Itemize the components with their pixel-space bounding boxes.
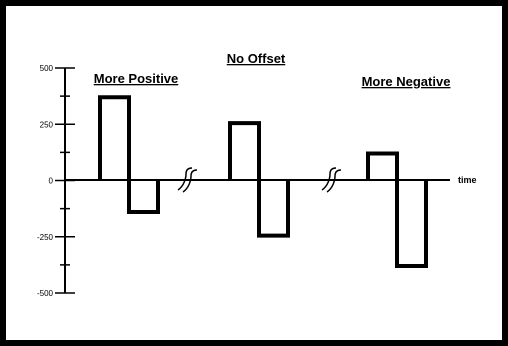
chart-title: No Offset [227, 51, 286, 66]
y-tick-label: -500 [37, 289, 54, 298]
y-tick-label: -250 [37, 233, 54, 242]
y-tick-label: 250 [40, 120, 54, 129]
waveform-no-offset [228, 121, 290, 238]
y-tick-labels: 500 250 0 -250 -500 [37, 64, 54, 298]
axis-break-1 [177, 167, 198, 193]
waveform-more-negative [366, 151, 428, 268]
axis-break-2 [321, 167, 342, 193]
x-axis-label: time [458, 175, 477, 185]
y-tick-label: 500 [40, 64, 54, 73]
annotation-more-positive: More Positive [94, 71, 179, 86]
y-tick-label: 0 [49, 177, 54, 186]
annotation-more-negative: More Negative [362, 74, 451, 89]
plot-background [6, 6, 502, 340]
waveform-more-positive [98, 95, 160, 214]
